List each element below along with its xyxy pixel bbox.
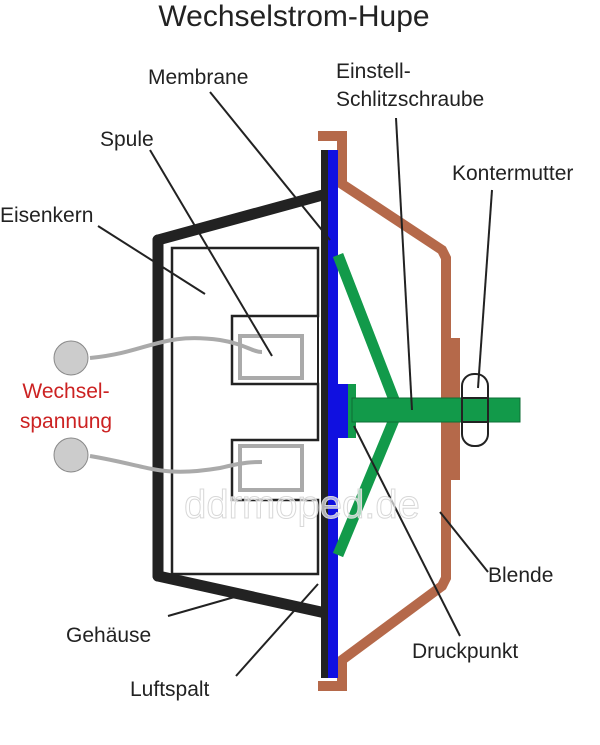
einstell-spring — [332, 253, 404, 558]
leader-lines — [97, 91, 493, 677]
voltage-terminals — [53, 336, 263, 474]
membrane — [328, 150, 338, 678]
kontermutter-label: Kontermutter — [452, 162, 573, 185]
gehaeuse-housing — [152, 150, 336, 678]
membrane-label: Membrane — [148, 66, 248, 89]
screw-label-line2: Schlitzschraube — [336, 88, 484, 111]
terminal-bottom-icon — [53, 437, 89, 473]
blende-label: Blende — [488, 564, 553, 587]
kontermutter-nut — [461, 373, 489, 447]
schlitzschraube-screw — [351, 397, 521, 423]
terminal-top-icon — [53, 340, 89, 376]
druckpunkt-contact — [334, 384, 348, 438]
voltage-label-line2: spannung — [20, 410, 112, 433]
watermark: ddrmoped.de — [184, 483, 420, 527]
spule-label: Spule — [100, 128, 154, 151]
luftspalt-label: Luftspalt — [130, 678, 210, 701]
screw-label-line1: Einstell- — [336, 60, 411, 83]
gehaeuse-label: Gehäuse — [66, 624, 151, 647]
eisenkern-core-outer — [170, 246, 320, 576]
diagram-title: Wechselstrom-Hupe — [158, 0, 429, 33]
spule-coil — [238, 334, 304, 492]
druckpunkt-label: Druckpunkt — [412, 640, 518, 663]
eisenkern-label: Eisenkern — [0, 204, 93, 227]
voltage-label-line1: Wechsel- — [22, 380, 109, 403]
